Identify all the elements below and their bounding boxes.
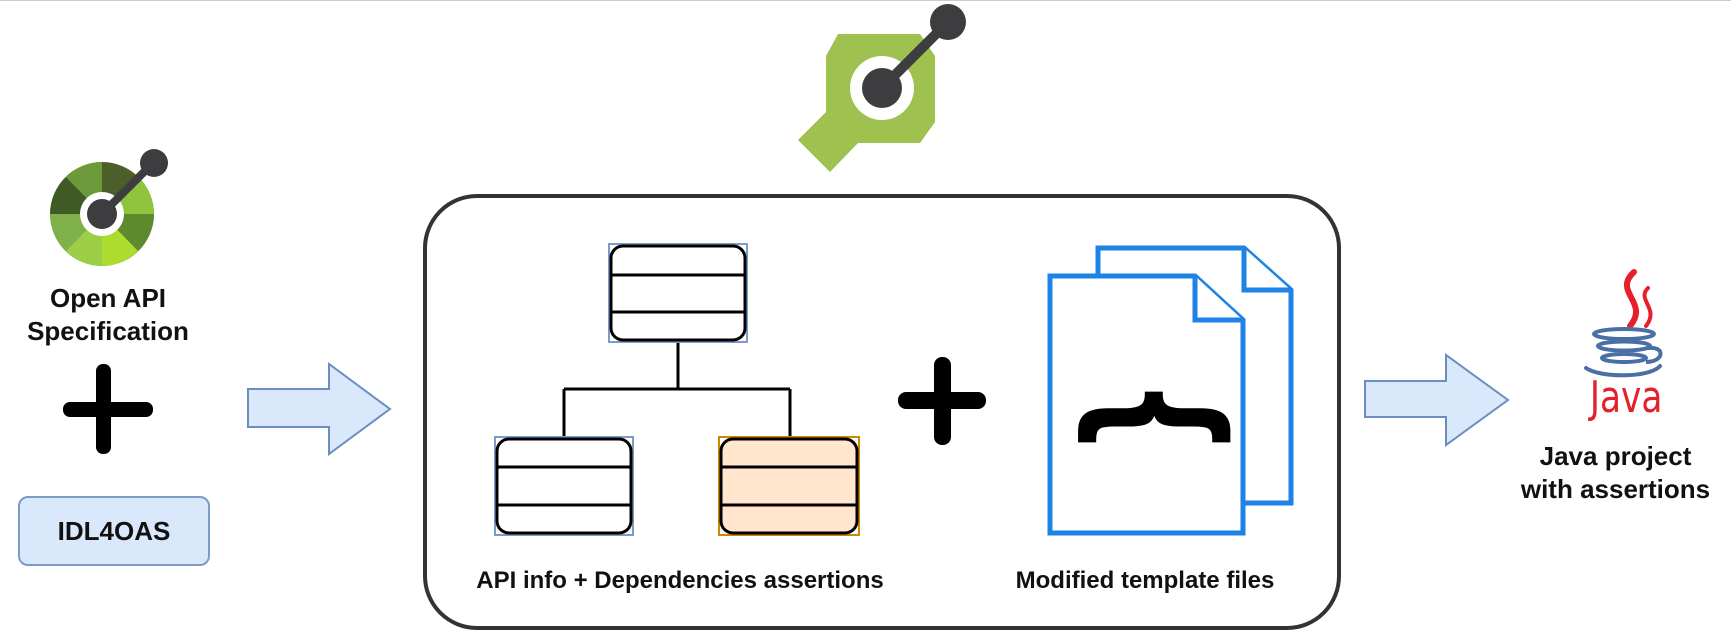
openapi-label-line2: Specification: [27, 315, 189, 346]
java-project-label: Java project with assertions: [1500, 440, 1731, 505]
java-label-line2: with assertions: [1520, 473, 1711, 504]
arrow-right-icon: [1364, 353, 1510, 447]
openapi-logo-icon: [50, 149, 168, 266]
table-root: [608, 243, 748, 343]
idl4oas-label: IDL4OAS: [57, 515, 171, 546]
java-label-line1: Java project: [1539, 441, 1692, 471]
curly-brace-glyph: {: [1066, 377, 1258, 457]
table-child-left: [494, 436, 634, 536]
table-child-right: [718, 436, 860, 536]
java-cup-icon: [1584, 269, 1663, 378]
plus-icon: [898, 357, 986, 445]
api-info-label: API info + Dependencies assertions: [476, 567, 884, 594]
idl4oas-box: IDL4OAS: [18, 496, 210, 566]
document-icon: [1047, 245, 1294, 536]
plus-icon: [63, 364, 153, 454]
tree-connectors: [562, 342, 792, 438]
arrow-right-icon: [247, 362, 392, 456]
openapi-spec-label: Open API Specification: [0, 282, 216, 347]
openapi-label-line1: Open API: [49, 283, 167, 313]
wrench-link-icon: [798, 4, 966, 172]
template-files-label: Modified template files: [1015, 567, 1275, 594]
java-logo-text: Java: [1589, 372, 1663, 423]
